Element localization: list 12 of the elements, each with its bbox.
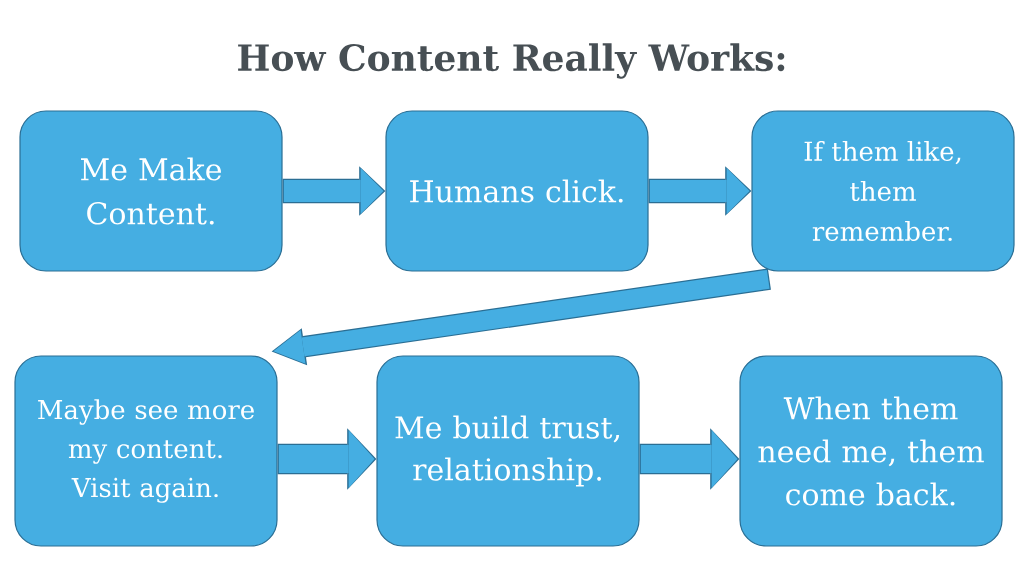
process-box: Me Make Content. bbox=[19, 110, 283, 272]
process-box: If them like, them remember. bbox=[751, 110, 1015, 272]
block-arrow bbox=[271, 268, 771, 366]
process-box: Humans click. bbox=[385, 110, 649, 272]
block-arrow bbox=[648, 166, 752, 216]
title: How Content Really Works: bbox=[238, 43, 785, 79]
block-arrow bbox=[277, 428, 377, 490]
process-box: Me build trust, relationship. bbox=[376, 355, 640, 547]
block-arrow bbox=[639, 428, 740, 490]
process-box: When them need me, them come back. bbox=[739, 355, 1003, 547]
process-box: Maybe see more my content. Visit again. bbox=[14, 355, 278, 547]
block-arrow bbox=[282, 166, 386, 216]
